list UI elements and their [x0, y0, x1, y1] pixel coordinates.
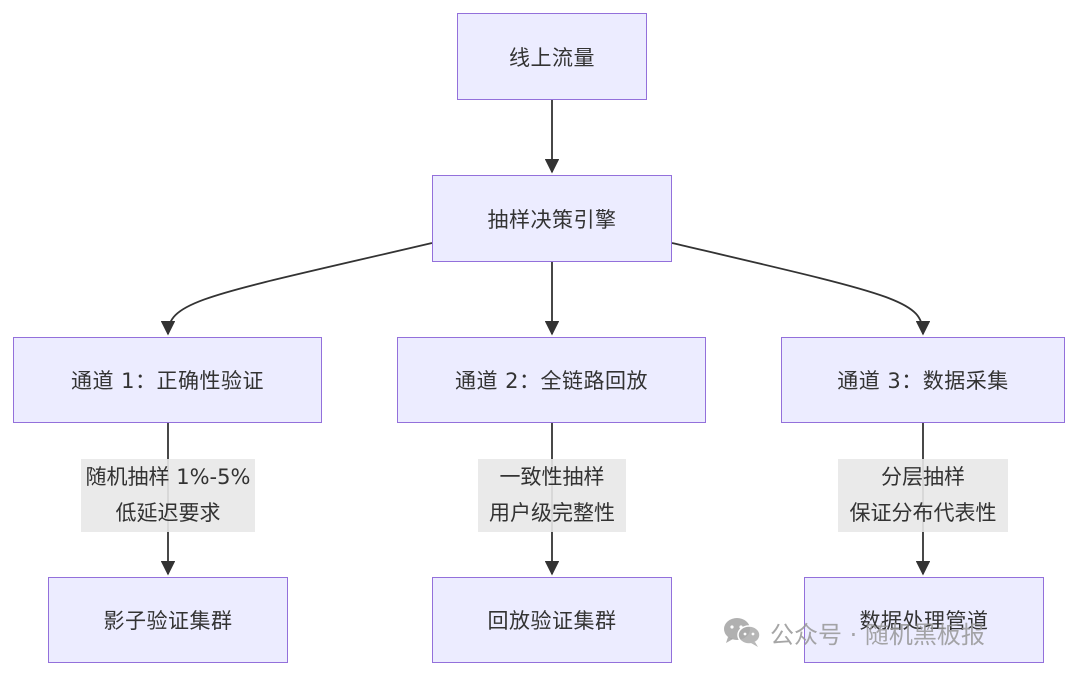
node-replay-cluster: 回放验证集群 [432, 577, 672, 663]
node-data-pipeline: 数据处理管道 [804, 577, 1044, 663]
wechat-icon [722, 616, 762, 648]
edge-label-line: 分层抽样 [881, 465, 965, 489]
edge-label-line: 低延迟要求 [115, 501, 221, 525]
edge-engine-to-channel3 [671, 242, 931, 336]
node-channel1: 通道 1：正确性验证 [13, 337, 322, 423]
node-shadow-cluster: 影子验证集群 [48, 577, 288, 663]
edge-label-channel3: 分层抽样 保证分布代表性 [838, 459, 1008, 532]
node-channel2: 通道 2：全链路回放 [397, 337, 706, 423]
edge-engine-to-channel1 [160, 242, 433, 336]
node-channel3: 通道 3：数据采集 [781, 337, 1065, 423]
edge-label-line: 随机抽样 1%-5% [85, 465, 251, 489]
edge-label-line: 用户级完整性 [489, 501, 615, 525]
node-sampling-engine: 抽样决策引擎 [432, 175, 672, 262]
edge-label-line: 一致性抽样 [499, 465, 605, 489]
watermark: 公众号 · 随机黑板报 [722, 614, 985, 650]
watermark-text: 公众号 · 随机黑板报 [770, 620, 985, 649]
edge-label-channel2: 一致性抽样 用户级完整性 [478, 459, 626, 532]
edge-label-line: 保证分布代表性 [849, 501, 997, 525]
edge-label-channel1: 随机抽样 1%-5% 低延迟要求 [81, 459, 255, 532]
node-online-traffic: 线上流量 [457, 13, 647, 100]
